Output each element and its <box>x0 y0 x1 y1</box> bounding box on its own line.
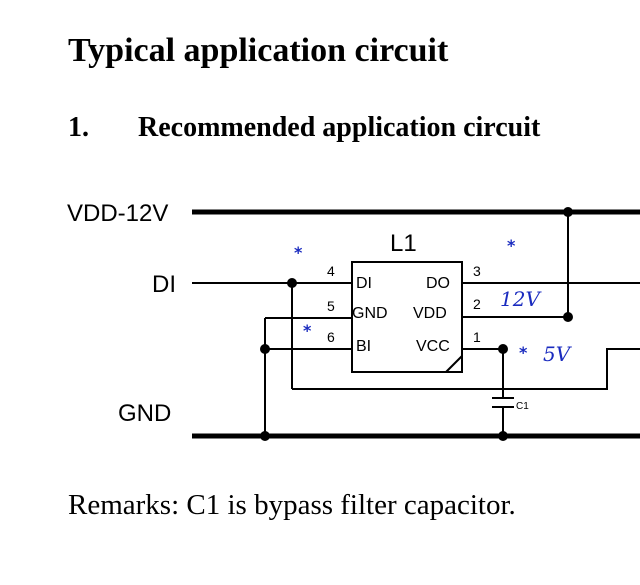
pin-number: 3 <box>473 263 481 279</box>
pin-name: VCC <box>416 338 450 355</box>
pin-name: BI <box>356 338 371 355</box>
junction-dot <box>498 431 508 441</box>
pin-name: DO <box>426 275 450 292</box>
pin-number: 5 <box>327 298 335 314</box>
junction-dot <box>260 344 270 354</box>
gnd-label: GND <box>118 400 171 427</box>
ic-name: L1 <box>390 230 417 257</box>
pin-name: DI <box>356 275 372 292</box>
pin-name: VDD <box>413 305 447 322</box>
junction-dot <box>287 278 297 288</box>
section-number: 1. <box>68 112 89 143</box>
pin-number: 6 <box>327 329 335 345</box>
pin-name: GND <box>352 305 388 322</box>
star-mark: * <box>294 243 303 262</box>
star-mark: * <box>303 321 312 340</box>
voltage-note-5v: 5V <box>543 342 573 366</box>
voltage-note-12v: 12V <box>500 287 542 311</box>
capacitor-c1 <box>492 397 514 408</box>
di-label: DI <box>152 271 176 298</box>
section-title: Recommended application circuit <box>138 112 541 143</box>
circuit-diagram: VDD-12V DI GND L1 4 5 6 3 2 1 DI GND BI … <box>67 200 640 441</box>
star-mark: * <box>519 343 528 362</box>
ic-body <box>351 261 463 373</box>
pin-number: 4 <box>327 263 335 279</box>
pin-number: 1 <box>473 329 481 345</box>
junction-dot <box>498 344 508 354</box>
remarks-text: Remarks: C1 is bypass filter capacitor. <box>68 489 516 521</box>
output-wire <box>292 348 640 390</box>
junction-dot <box>563 312 573 322</box>
page-title: Typical application circuit <box>68 32 449 69</box>
pin-number: 2 <box>473 296 481 312</box>
vdd-label: VDD-12V <box>67 200 168 227</box>
junction-dot <box>563 207 573 217</box>
star-mark: * <box>507 236 516 255</box>
junction-dot <box>260 431 270 441</box>
ic-corner-mark <box>445 355 463 373</box>
capacitor-label: C1 <box>516 401 529 412</box>
